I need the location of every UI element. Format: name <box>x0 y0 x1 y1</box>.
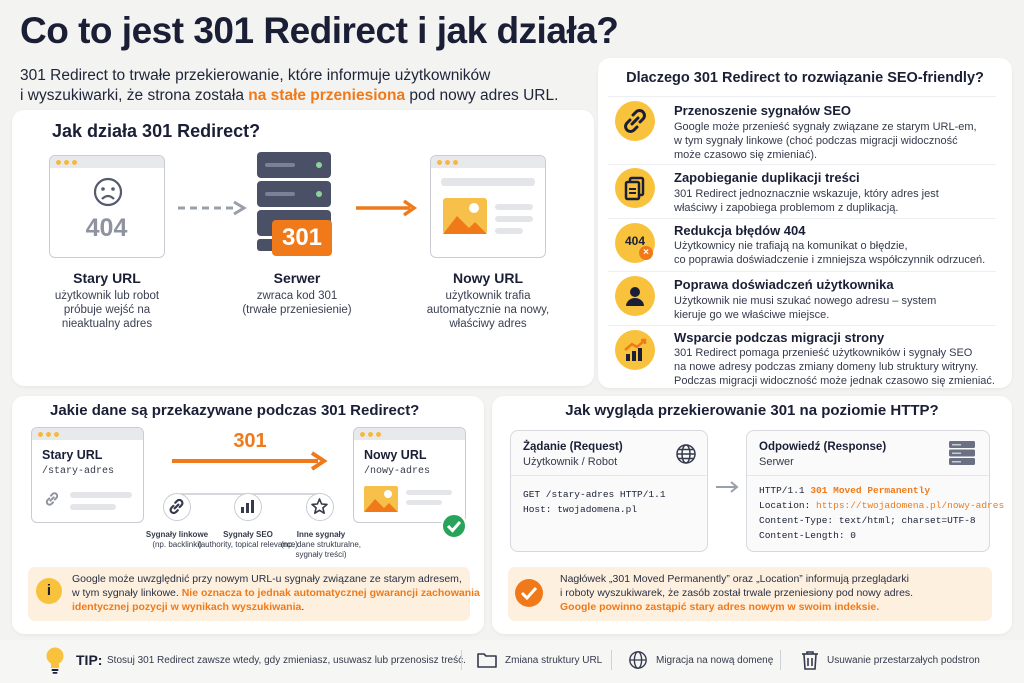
old-url-path: /stary-adres <box>42 466 115 477</box>
dashed-arrow <box>178 200 247 216</box>
intro-line2: i wyszukiwarki, że strona została na sta… <box>20 87 559 104</box>
error-code: 404 <box>85 214 128 242</box>
redirect-code-label: 301 <box>233 430 267 452</box>
tip-label: TIP: <box>76 652 103 668</box>
user-icon <box>615 276 655 316</box>
why-item-desc: Użytkownicy nie trafiają na komunikat o … <box>674 240 986 266</box>
response-code: HTTP/1.1 301 Moved Permanently Location:… <box>759 485 1005 541</box>
server-icon <box>949 441 975 465</box>
request-sub: Użytkownik / Robot <box>523 456 618 468</box>
tip-item-domain-migration: Migracja na nową domenę <box>656 655 774 666</box>
http-heading: Jak wygląda przekierowanie 301 na poziom… <box>565 402 939 419</box>
error-x-badge: × <box>639 246 653 260</box>
how-heading: Jak działa 301 Redirect? <box>52 121 261 141</box>
sad-face-icon <box>93 177 123 207</box>
check-circle-icon <box>515 579 543 607</box>
why-item-desc: Użytkownik nie musi szukać nowego adresu… <box>674 295 937 321</box>
data-note-box <box>28 567 470 621</box>
new-url-label: Nowy URL <box>364 448 427 462</box>
data-note-text: Google może uwzględnić przy nowym URL-u … <box>72 573 480 613</box>
old-url-card: Stary URL /stary-adres <box>31 427 144 523</box>
why-item-title: Poprawa doświadczeń użytkownika <box>674 277 894 292</box>
intro-text: 301 Redirect to trwałe przekierowanie, k… <box>20 66 558 106</box>
tip-item-remove-pages: Usuwanie przestarzałych podstron <box>827 655 980 666</box>
why-item-title: Zapobieganie duplikacji treści <box>674 170 860 185</box>
tip-text: Stosuj 301 Redirect zawsze wtedy, gdy zm… <box>107 655 466 666</box>
new-url-card: Nowy URL /nowy-adres <box>353 427 466 523</box>
page-title: Co to jest 301 Redirect i jak działa? <box>20 10 619 51</box>
growth-chart-icon <box>615 330 655 370</box>
error-404-icon: 404 × <box>615 223 655 263</box>
response-title: Odpowiedź (Response) <box>759 441 887 453</box>
request-title: Żądanie (Request) <box>523 441 623 453</box>
why-item-title: Redukcja błędów 404 <box>674 223 806 238</box>
request-box: Żądanie (Request) Użytkownik / Robot GET… <box>510 430 708 552</box>
new-url-title: Nowy URL <box>453 270 523 286</box>
response-box: Odpowiedź (Response) Serwer HTTP/1.1 301… <box>746 430 1004 552</box>
image-icon <box>443 198 487 234</box>
why-item-title: Przenoszenie sygnałów SEO <box>674 103 851 118</box>
data-heading: Jakie dane są przekazywane podczas 301 R… <box>50 402 420 419</box>
why-heading: Dlaczego 301 Redirect to rozwiązanie SEO… <box>626 70 984 86</box>
link-icon <box>45 492 59 506</box>
folder-icon <box>477 653 497 668</box>
gray-arrow <box>716 481 739 493</box>
http-note-box <box>508 567 992 621</box>
signal-other: Inne sygnały(np. dane strukturalne,sygna… <box>280 530 362 559</box>
globe-icon <box>629 651 647 669</box>
why-item-desc: Google może przenieść sygnały związane z… <box>674 121 977 161</box>
info-icon: i <box>36 578 62 604</box>
intro-highlight: na stałe przeniesiona <box>248 87 406 104</box>
intro-line1: 301 Redirect to trwałe przekierowanie, k… <box>20 67 491 84</box>
server-title: Serwer <box>273 270 321 286</box>
trash-icon <box>802 651 818 670</box>
signal-links: Sygnały linkowe(np. backlinki) <box>145 530 209 549</box>
image-icon <box>364 486 398 512</box>
response-sub: Serwer <box>759 456 794 468</box>
signal-star-icon <box>306 493 334 521</box>
http-note-text: Nagłówek „301 Moved Permanently” oraz „L… <box>560 573 914 613</box>
orange-arrow <box>172 451 328 471</box>
documents-icon <box>615 168 655 208</box>
server-code-badge: 301 <box>272 220 332 256</box>
old-url-label: Stary URL <box>42 448 103 462</box>
old-url-window: 404 <box>49 155 165 258</box>
globe-icon <box>676 444 696 464</box>
signal-bar-chart-icon <box>234 493 262 521</box>
server-desc: zwraca kod 301(trwałe przeniesienie) <box>242 290 352 316</box>
new-url-path: /nowy-adres <box>364 466 431 477</box>
orange-arrow <box>356 199 418 217</box>
why-seo-card <box>598 58 1012 388</box>
why-item-desc: 301 Redirect jednoznacznie wskazuje, któ… <box>674 188 939 214</box>
new-url-window <box>430 155 546 258</box>
link-icon <box>615 101 655 141</box>
old-url-title: Stary URL <box>73 270 141 286</box>
tip-bar <box>0 640 1024 683</box>
why-item-title: Wsparcie podczas migracji strony <box>674 330 885 345</box>
check-icon <box>441 513 467 539</box>
why-item-desc: 301 Redirect pomaga przenieść użytkownik… <box>674 347 995 387</box>
signal-seo: Sygnały SEO(authority, topical relevance… <box>198 530 298 549</box>
lightbulb-icon <box>46 647 64 674</box>
signal-link-icon <box>163 493 191 521</box>
tip-item-url-structure: Zmiana struktury URL <box>505 655 603 666</box>
